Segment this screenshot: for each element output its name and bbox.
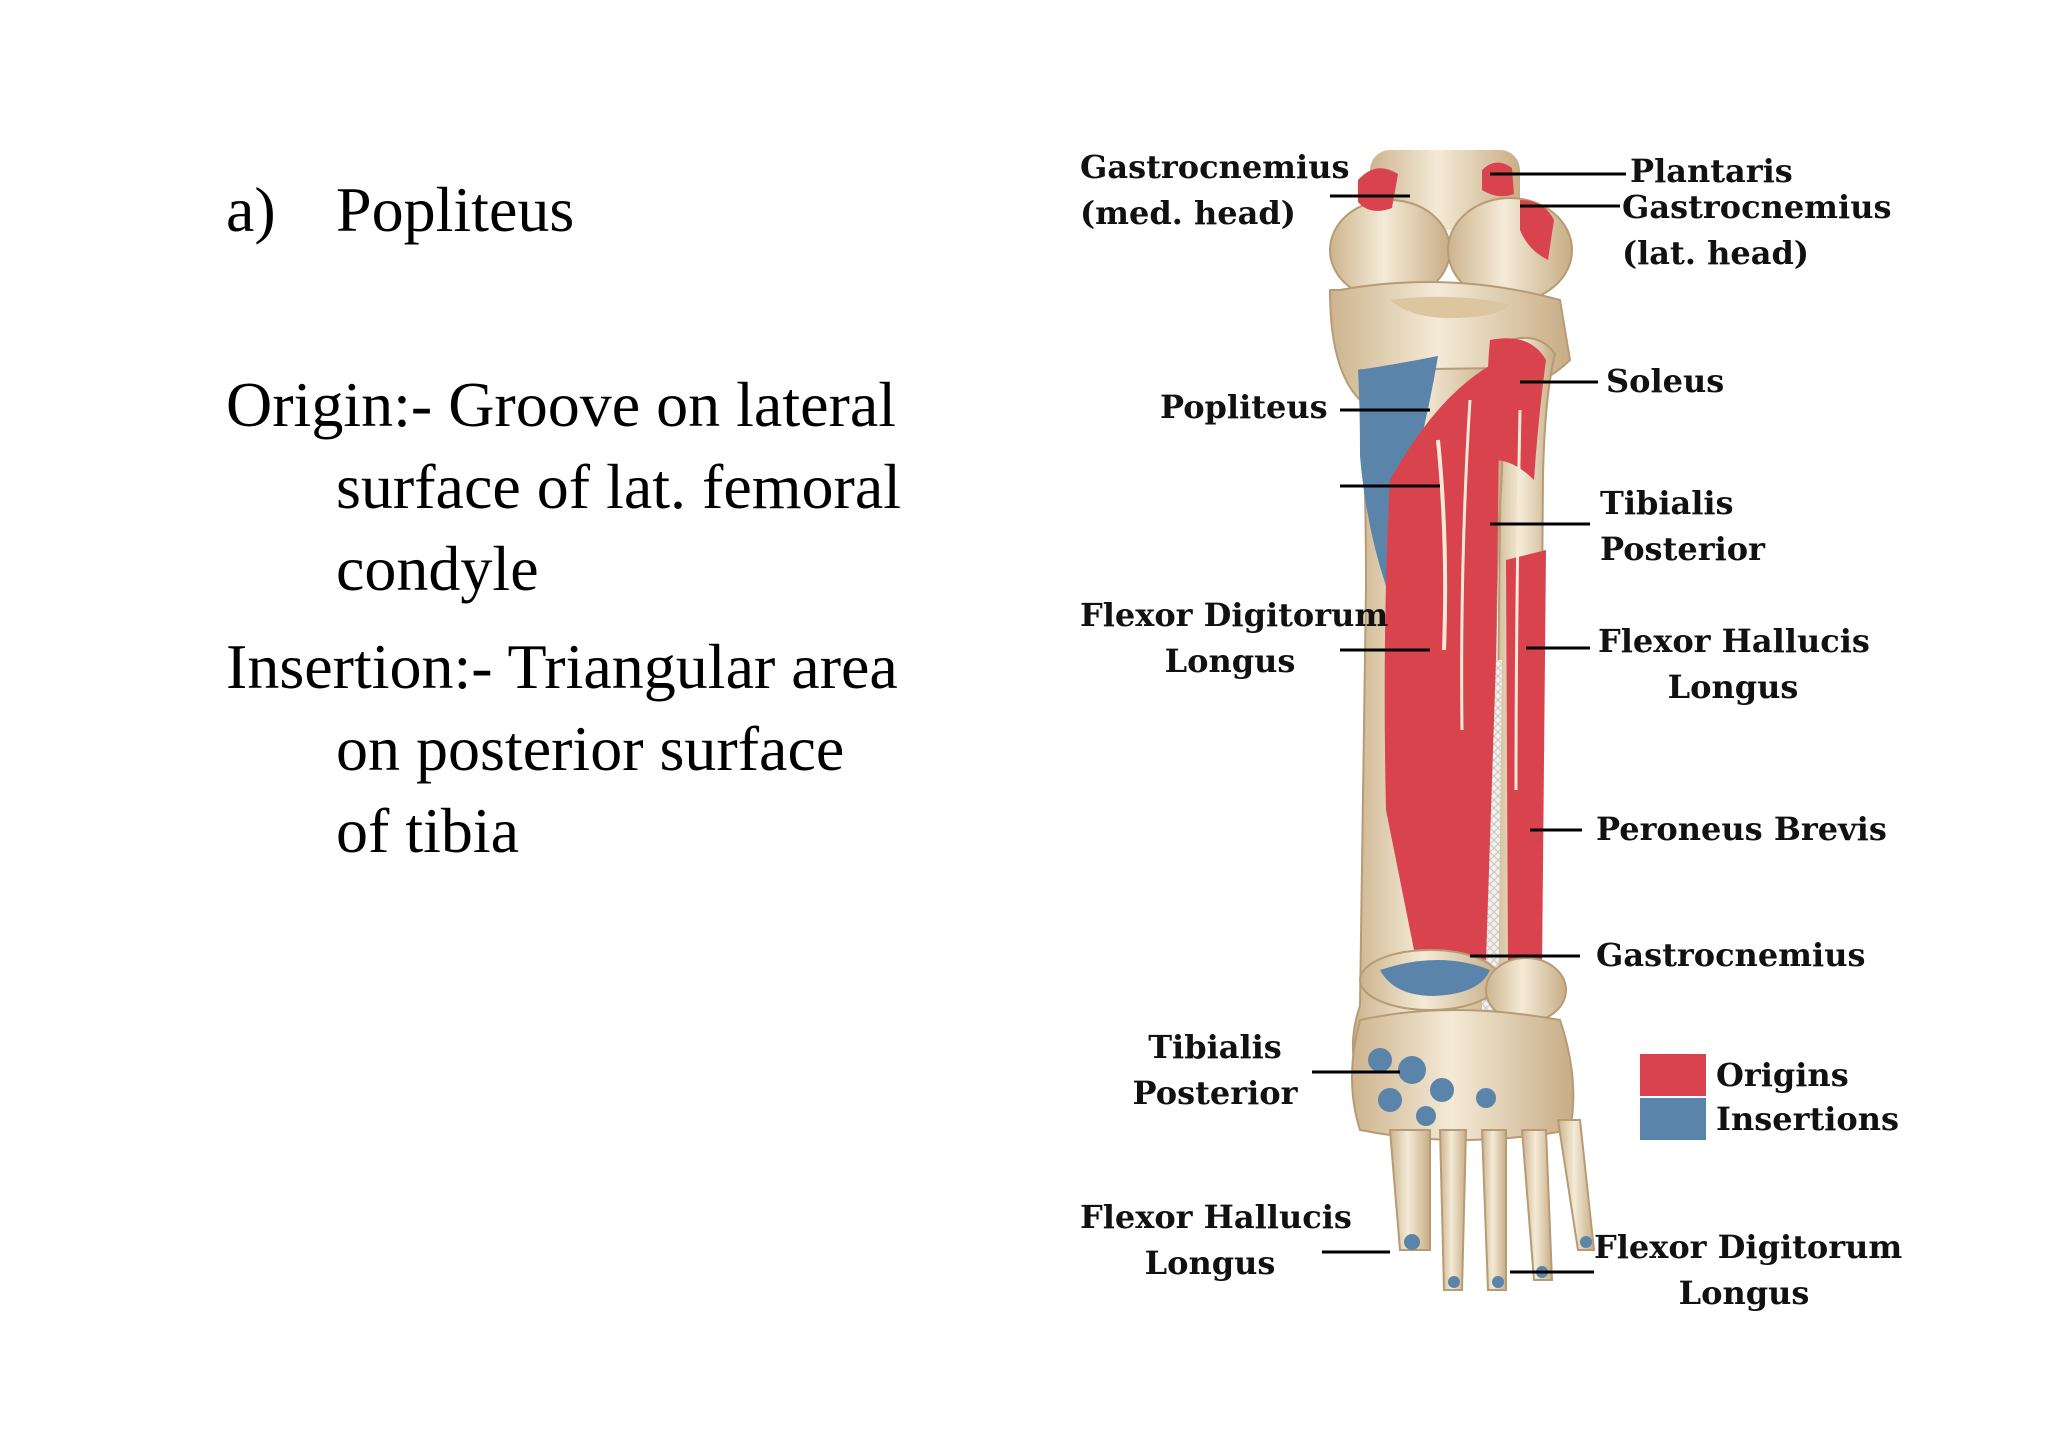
origin-paragraph: Origin:- Groove on lateral surface of la… [226, 364, 986, 610]
label-soleus: Soleus [1606, 362, 1725, 400]
insertion-label: Insertion:- [226, 631, 493, 702]
origin-label: Origin:- [226, 369, 433, 440]
foot-bones [1351, 1009, 1596, 1291]
list-marker: a) [226, 174, 276, 245]
heading-title: Popliteus [336, 174, 575, 245]
label-flexor-digitorum-longus: Flexor Digitorum Longus [1080, 596, 1389, 680]
slide-heading: a) Popliteus [226, 170, 574, 250]
origin-line-3: condyle [336, 533, 539, 604]
label-peroneus-brevis: Peroneus Brevis [1596, 810, 1887, 848]
insertion-line-2: on posterior surface [336, 713, 845, 784]
label-flexor-hallucis-longus: Flexor Hallucis Longus [1598, 622, 1870, 706]
leg-bones-illustration [1312, 150, 1626, 1291]
label-flexor-hallucis-longus-foot: Flexor Hallucis Longus [1080, 1198, 1352, 1282]
origin-line-1: Groove on lateral [448, 369, 896, 440]
label-popliteus: Popliteus [1160, 388, 1328, 426]
legend-label-origins: Origins [1716, 1056, 1849, 1094]
insertion-line-1: Triangular area [507, 631, 898, 702]
label-flexor-digitorum-longus-foot: Flexor Digitorum Longus [1594, 1228, 1903, 1312]
label-plantaris: Plantaris [1630, 152, 1793, 190]
label-tibialis-posterior-foot: Tibialis Posterior [1132, 1028, 1298, 1112]
label-gastrocnemius-med-head: Gastrocnemius (med. head) [1080, 148, 1350, 232]
muscle-origin-areas [1384, 338, 1546, 975]
leader-lines [1312, 172, 1626, 1274]
label-gastrocnemius-lat-head: Gastrocnemius (lat. head) [1622, 188, 1892, 272]
insertion-line-3: of tibia [336, 795, 520, 866]
femur-condyles [1329, 150, 1573, 303]
label-tibialis-posterior: Tibialis Posterior [1600, 484, 1765, 568]
anatomy-figure: Gastrocnemius (med. head) Plantaris Gast… [1080, 140, 1920, 1340]
origin-line-2: surface of lat. femoral [336, 451, 902, 522]
legend-label-insertions: Insertions [1716, 1100, 1900, 1138]
insertion-paragraph: Insertion:- Triangular area on posterior… [226, 626, 986, 872]
legend-swatch-insertions [1640, 1098, 1706, 1140]
legend-swatch-origins [1640, 1054, 1706, 1096]
label-gastrocnemius-insertion: Gastrocnemius [1596, 936, 1866, 974]
